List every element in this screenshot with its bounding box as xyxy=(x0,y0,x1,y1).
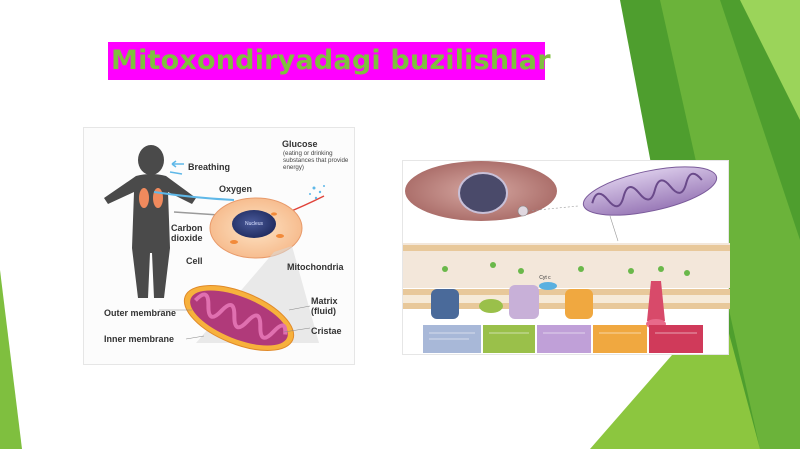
cell-respiration-diagram: Nucleus Breathing Glucose xyxy=(83,127,355,365)
mitochondria-label: Mitochondria xyxy=(287,262,344,272)
info-box-4 xyxy=(593,325,647,353)
info-box-3 xyxy=(537,325,591,353)
electron-transport-chain-diagram: Cyt c xyxy=(402,160,730,355)
inner-membrane-label: Inner membrane xyxy=(104,334,175,344)
phospholipid-bilayer-top xyxy=(403,245,730,251)
cytochrome-c xyxy=(539,282,557,290)
oxygen-arrow xyxy=(153,191,235,201)
nucleus xyxy=(232,210,276,238)
cell-respiration-illustration: Nucleus xyxy=(104,145,325,351)
human-silhouette xyxy=(104,145,196,298)
green-shape-light xyxy=(740,0,800,120)
carbon-dioxide-label: Carbon dioxide xyxy=(171,223,203,243)
mitochondrion-large xyxy=(183,285,295,351)
proton-markers xyxy=(442,262,690,276)
complex-3 xyxy=(509,285,539,319)
leader-lines xyxy=(159,305,311,340)
green-shape-left xyxy=(0,270,22,449)
slide-title: Mitoxondiryadagi buzilishlar xyxy=(108,42,551,80)
glucose-label: Glucose xyxy=(282,139,318,149)
cell-label: Cell xyxy=(186,256,203,266)
mitochondrion-2 xyxy=(582,166,718,216)
nucleus-2 xyxy=(458,172,508,214)
nucleus-label: Nucleus xyxy=(245,221,264,227)
oxygen-label: Oxygen xyxy=(219,184,253,194)
matrix-label: Matrix (fluid) xyxy=(311,296,338,316)
zoom-point xyxy=(517,205,529,217)
complex-2 xyxy=(479,299,503,313)
green-shape-mid xyxy=(660,0,800,449)
breathing-label: Breathing xyxy=(188,162,231,172)
cristae-label: Cristae xyxy=(311,326,342,336)
glucose-note: (eating or drinking substances that prov… xyxy=(283,150,349,171)
complex-4 xyxy=(565,289,593,319)
cell-organelles xyxy=(230,212,284,244)
atp-synthase xyxy=(647,281,665,321)
complex-1 xyxy=(431,289,459,319)
info-box-5 xyxy=(649,325,703,353)
etc-illustration: Cyt c xyxy=(403,161,730,353)
glucose-dots xyxy=(309,185,325,200)
breathing-arrows xyxy=(169,160,184,175)
cyt-c-label: Cyt c xyxy=(539,275,551,281)
outer-membrane-label: Outer membrane xyxy=(104,308,177,318)
info-box-2 xyxy=(483,325,535,353)
